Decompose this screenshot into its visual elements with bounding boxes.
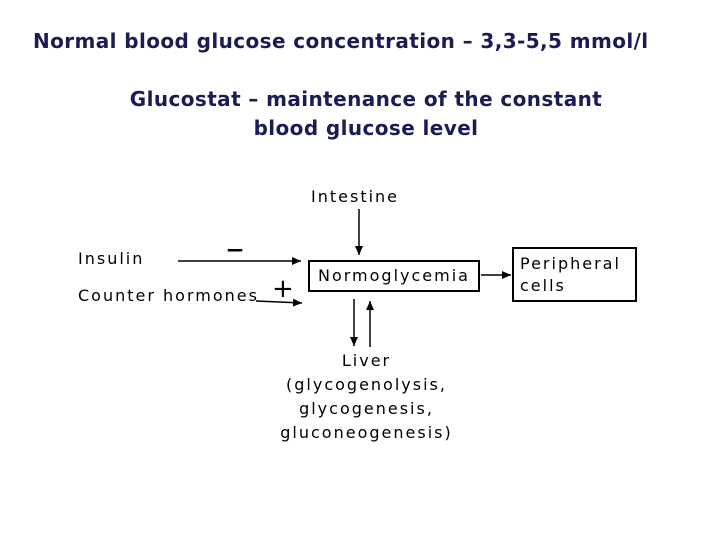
counter-hormones-label: Counter hormones [78,286,259,305]
minus-sign: – [226,228,244,269]
subtitle-line-1: Glucostat – maintenance of the constant [129,87,603,111]
liver-label: Liver (glycogenolysis, glycogenesis, glu… [259,349,474,445]
liver-line-4: gluconeogenesis) [280,423,453,442]
slide-subtitle: Glucostat – maintenance of the constant … [8,85,720,143]
intestine-label: Intestine [311,187,400,206]
normoglycemia-box: Normoglycemia [308,260,480,292]
peripheral-cells-box: Peripheral cells [512,247,637,302]
peripheral-cells-label: Peripheral cells [520,254,621,295]
liver-line-3: glycogenesis, [299,399,434,418]
plus-sign: + [272,274,294,304]
normoglycemia-label: Normoglycemia [318,266,470,285]
slide-title: Normal blood glucose concentration – 3,3… [33,29,649,53]
liver-line-2: (glycogenolysis, [286,375,447,394]
insulin-label: Insulin [78,249,145,268]
subtitle-line-2: blood glucose level [253,116,479,140]
liver-line-1: Liver [341,351,392,370]
